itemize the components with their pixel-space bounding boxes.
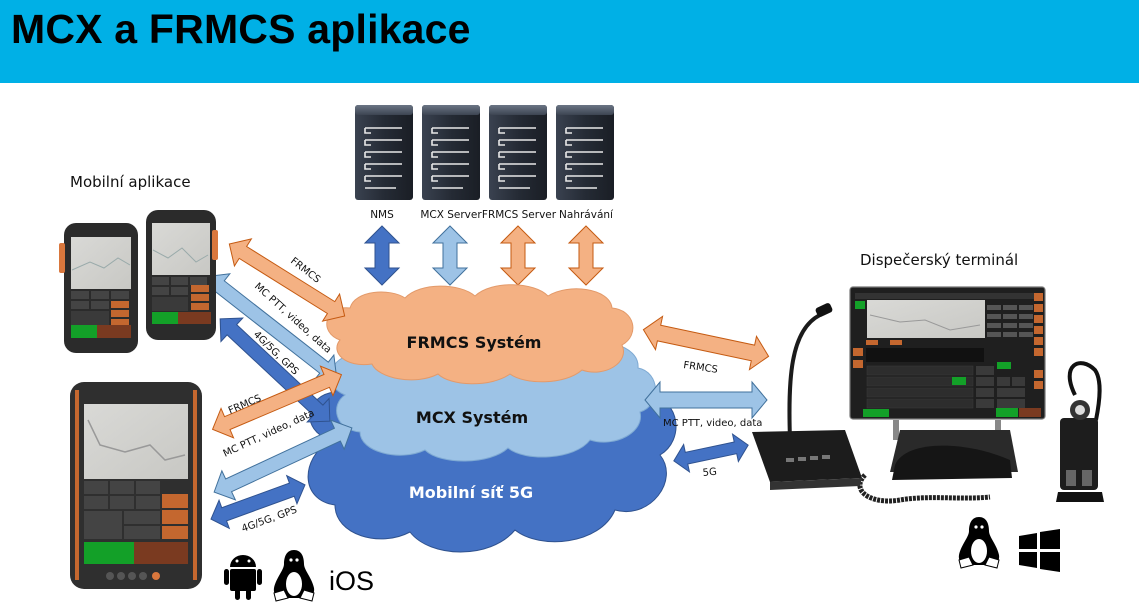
page-title: MCX a FRMCS aplikace: [11, 6, 471, 52]
cloud-mobile-label: Mobilní síť 5G: [409, 483, 533, 502]
dispatcher-terminal-label: Dispečerský terminál: [860, 251, 1019, 269]
server-mcx: [422, 105, 480, 200]
arrow-frmcs-server: [499, 225, 537, 286]
server-frmcs: [489, 105, 547, 200]
phone-device-2: [146, 210, 218, 340]
server-label-frmcs: FRMCS Server: [482, 209, 557, 221]
arrow-tablet-frmcs: [211, 365, 343, 439]
windows-icon: [1019, 529, 1060, 572]
server-icon: [355, 105, 413, 200]
arrow-nms: [363, 225, 401, 286]
cloud-mcx-label: MCX Systém: [416, 408, 528, 427]
desk-phone: [857, 430, 1018, 504]
arrow-mcx-server: [431, 225, 469, 286]
headset: [1056, 361, 1104, 502]
cloud-frmcs-label: FRMCS Systém: [407, 333, 542, 352]
ios-label: iOS: [329, 566, 374, 596]
server-label-nms: NMS: [370, 209, 394, 221]
cloud-frmcs: [326, 284, 634, 385]
tablet-device: [70, 382, 202, 589]
android-icon: [224, 555, 262, 600]
arrow-dispatch-5g: [673, 432, 749, 474]
server-icon: [422, 105, 480, 200]
arrow-dispatch-mcptt: [644, 380, 768, 420]
header-bar: MCX a FRMCS aplikace: [0, 0, 1139, 83]
dispatcher-monitor: [849, 286, 1046, 440]
server-recording: [556, 105, 614, 200]
server-label-mcx: MCX Server: [420, 209, 482, 221]
server-label-recording: Nahrávání: [559, 209, 614, 221]
arrow-tablet-4g5g: [210, 474, 306, 530]
microphone-desk: [752, 303, 862, 490]
server-icon: [489, 105, 547, 200]
link-label-dispatch-5g: 5G: [702, 467, 717, 479]
arrow-dispatch-frmcs: [642, 315, 770, 371]
phone-device-1: [59, 223, 138, 353]
arrow-recording: [567, 225, 605, 286]
server-icon: [556, 105, 614, 200]
arrow-phones-frmcs: [228, 238, 346, 322]
link-label-dispatch-frmcs: FRMCS: [683, 360, 719, 376]
link-label-dispatch-mcptt: MC PTT, video, data: [663, 418, 762, 429]
linux-icon: [958, 517, 1000, 569]
mobile-apps-label: Mobilní aplikace: [70, 173, 191, 191]
linux-icon: [273, 550, 315, 602]
server-nms: [355, 105, 413, 200]
arrow-tablet-mcptt: [213, 419, 353, 501]
